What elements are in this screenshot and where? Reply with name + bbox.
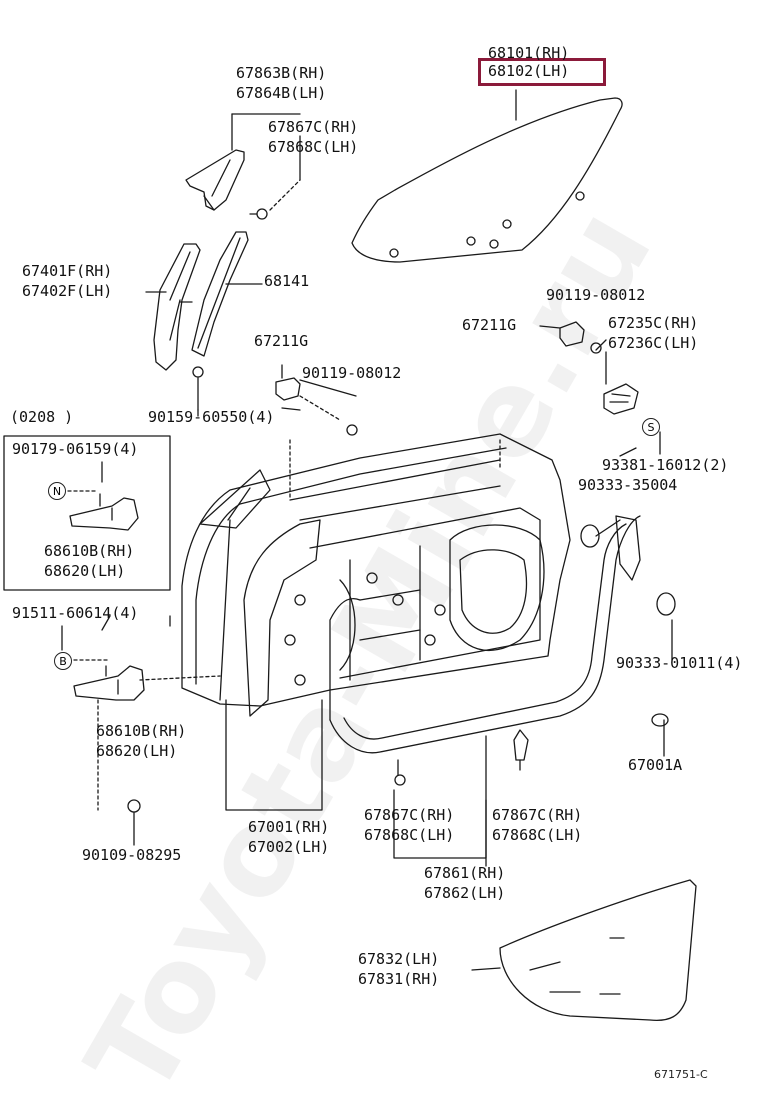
label-68141[interactable]: 68141 bbox=[264, 272, 310, 290]
label-67401f-rh[interactable]: 67401F(RH) bbox=[22, 262, 113, 280]
bracket-right-drawing bbox=[539, 321, 602, 354]
label-67864b-lh[interactable]: 67864B(LH) bbox=[236, 84, 327, 102]
callout-n: N bbox=[48, 482, 66, 500]
label-67832-lh[interactable]: 67832(LH) bbox=[358, 950, 440, 968]
label-67211g-left[interactable]: 67211G bbox=[254, 332, 309, 350]
label-90333-01011[interactable]: 90333-01011(4) bbox=[616, 654, 743, 672]
callout-b: B bbox=[54, 652, 72, 670]
label-90109-08295[interactable]: 90109-08295 bbox=[82, 846, 182, 864]
label-68101-rh[interactable]: 68101(RH) bbox=[488, 44, 570, 62]
label-67002-lh[interactable]: 67002(LH) bbox=[248, 838, 330, 856]
range-note: (0208 ) bbox=[10, 408, 74, 426]
label-67867c-rh-top[interactable]: 67867C(RH) bbox=[268, 118, 359, 136]
label-90119-08012-right[interactable]: 90119-08012 bbox=[546, 286, 646, 304]
plugs-drawing bbox=[394, 524, 676, 786]
label-67211g-right[interactable]: 67211G bbox=[462, 316, 517, 334]
label-67867c-rh-mid-right[interactable]: 67867C(RH) bbox=[492, 806, 583, 824]
label-67863b-rh[interactable]: 67863B(RH) bbox=[236, 64, 327, 82]
label-93381-16012[interactable]: 93381-16012(2) bbox=[602, 456, 729, 474]
label-67402f-lh[interactable]: 67402F(LH) bbox=[22, 282, 113, 300]
highlight-box bbox=[478, 58, 606, 86]
mirror-base-drawing bbox=[185, 113, 301, 220]
bracket-left-drawing bbox=[275, 364, 358, 436]
label-68610b-rh-top[interactable]: 68610B(RH) bbox=[44, 542, 135, 560]
label-67235c-rh[interactable]: 67235C(RH) bbox=[608, 314, 699, 332]
hinge-cover-drawing bbox=[603, 351, 639, 415]
label-67861-rh[interactable]: 67861(RH) bbox=[424, 864, 506, 882]
label-90159-60550[interactable]: 90159-60550(4) bbox=[148, 408, 275, 426]
service-hole-cover-drawing bbox=[499, 879, 697, 1022]
label-67236c-lh[interactable]: 67236C(LH) bbox=[608, 334, 699, 352]
callout-s: S bbox=[642, 418, 660, 436]
label-68620-lh-top[interactable]: 68620(LH) bbox=[44, 562, 126, 580]
check-lower-drawing bbox=[73, 659, 221, 813]
run-channel-drawing bbox=[191, 231, 263, 357]
label-90119-08012-left[interactable]: 90119-08012 bbox=[302, 364, 402, 382]
label-67868c-lh-mid-left[interactable]: 67868C(LH) bbox=[364, 826, 455, 844]
door-panel-drawing bbox=[181, 433, 571, 707]
diagram-code: 671751-C bbox=[654, 1068, 708, 1081]
check-upper-drawing bbox=[3, 435, 171, 591]
label-68620-lh-bottom[interactable]: 68620(LH) bbox=[96, 742, 178, 760]
label-67831-rh[interactable]: 67831(RH) bbox=[358, 970, 440, 988]
front-lower-channel-drawing bbox=[145, 243, 204, 411]
leader-lines bbox=[61, 89, 673, 971]
label-91511-60614[interactable]: 91511-60614(4) bbox=[12, 604, 139, 622]
weatherstrip-drawing bbox=[243, 515, 641, 754]
label-90333-35004[interactable]: 90333-35004 bbox=[578, 476, 678, 494]
label-67001-rh[interactable]: 67001(RH) bbox=[248, 818, 330, 836]
label-67862-lh[interactable]: 67862(LH) bbox=[424, 884, 506, 902]
label-67868c-lh-top[interactable]: 67868C(LH) bbox=[268, 138, 359, 156]
label-67001a[interactable]: 67001A bbox=[628, 756, 683, 774]
label-67867c-rh-mid-left[interactable]: 67867C(RH) bbox=[364, 806, 455, 824]
door-glass-drawing bbox=[351, 97, 623, 263]
label-90179-06159[interactable]: 90179-06159(4) bbox=[12, 440, 139, 458]
label-68102-lh[interactable]: 68102(LH) bbox=[488, 62, 570, 80]
label-67868c-lh-mid-right[interactable]: 67868C(LH) bbox=[492, 826, 583, 844]
label-68610b-rh-bottom[interactable]: 68610B(RH) bbox=[96, 722, 187, 740]
